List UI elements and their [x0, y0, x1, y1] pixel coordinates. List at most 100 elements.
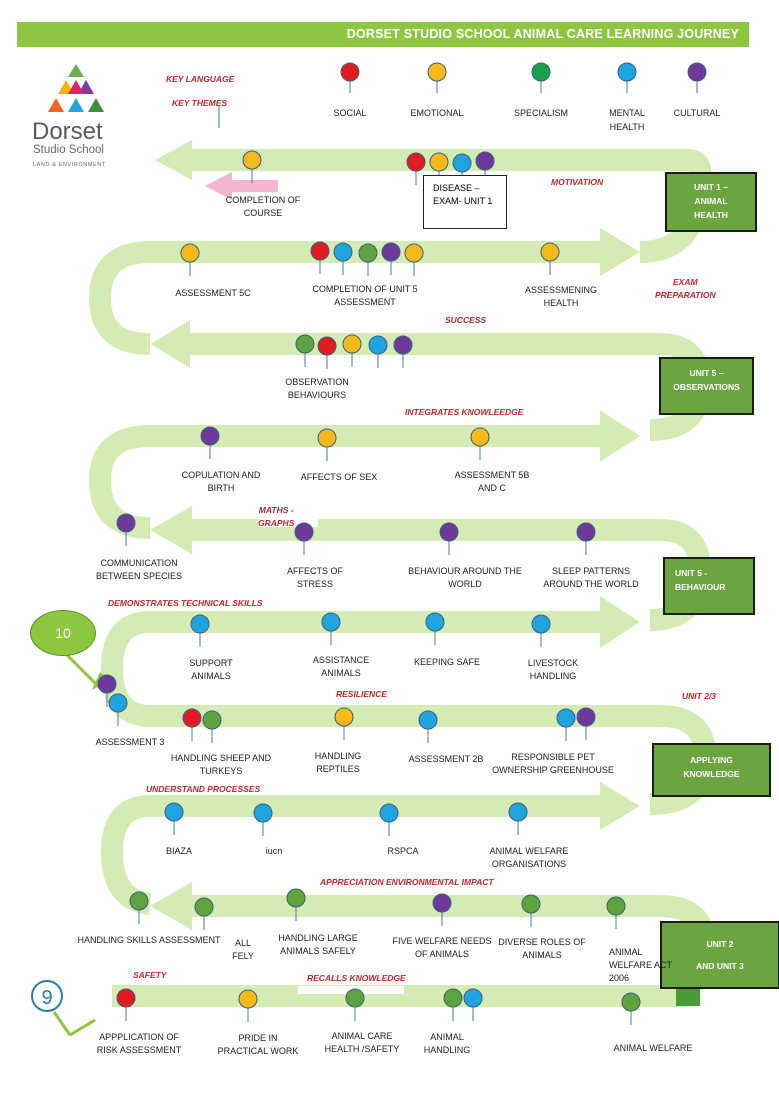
node-label-support: SUPPORT ANIMALS: [189, 658, 233, 681]
node-label-biaza: BIAZA: [165, 846, 193, 856]
theme-success: SUCCESS: [445, 315, 487, 325]
node-label-affects-stress: AFFECTS OF STRESS: [287, 566, 343, 589]
node-label-assessment2b: ASSESSMENT 2B: [408, 754, 484, 764]
journey-pin-27: [425, 612, 445, 632]
journey-pin-51: [463, 988, 483, 1008]
journey-pin-33: [334, 707, 354, 727]
journey-pin-40: [508, 802, 528, 822]
node-label-assessing-health: ASSESSMENING HEALTH: [524, 285, 598, 308]
journey-pin-31: [182, 708, 202, 728]
node-label-animal-welfare: ANIMAL WELFARE: [613, 1043, 693, 1053]
legend-pin-4: [617, 62, 637, 82]
node-label-large-animals: HANDLING LARGE ANIMALS SAFELY: [278, 933, 358, 956]
arrow-head-row-1: [155, 140, 192, 180]
disease-exam-box: DISEASE – EXAM- UNIT 1: [423, 175, 507, 229]
journey-pin-30: [108, 693, 128, 713]
road-turn-2: [88, 241, 151, 355]
journey-pin-29: [97, 674, 117, 694]
page-title: DORSET STUDIO SCHOOL ANIMAL CARE LEARNIN…: [346, 27, 739, 41]
journey-pin-10: [381, 242, 401, 262]
unit2-unit3-box: UNIT 2 AND UNIT 3: [660, 921, 779, 989]
node-label-all-fely: ALL FELY: [232, 938, 254, 961]
journey-pin-9: [358, 243, 378, 263]
arrow-head-row-2: [600, 228, 640, 276]
road-turn-8: [100, 795, 152, 915]
node-label-completion-unit5: COMPLETION OF UNIT 5 ASSESSMENT: [312, 284, 418, 307]
theme-recalls: RECALLS KNOWLEDGE: [307, 973, 406, 983]
journey-pin-13: [295, 334, 315, 354]
legend-label-3: SPECIALISM: [513, 108, 569, 118]
journey-pin-15: [342, 334, 362, 354]
theme-motivation: MOTIVATION: [551, 177, 604, 187]
legend-pin-3: [531, 62, 551, 82]
unit1-box: UNIT 1 – ANIMAL HEALTH: [665, 172, 757, 232]
journey-pin-52: [621, 992, 641, 1012]
sdg-icon: [676, 986, 700, 1006]
journey-pin-34: [418, 710, 438, 730]
arrow-head-row-9: [150, 882, 192, 930]
journey-pin-20: [470, 427, 490, 447]
journey-pin-37: [164, 802, 184, 822]
logo-name: Dorset: [32, 118, 103, 145]
journey-pin-46: [606, 896, 626, 916]
journey-pin-3: [429, 152, 449, 172]
node-label-responsible: RESPONSIBLE PET OWNERSHIP GREENHOUSE: [492, 752, 614, 775]
node-label-pride: PRIDE IN PRACTICAL WORK: [217, 1033, 299, 1056]
legend-pin-1: [340, 62, 360, 82]
theme-technical: DEMONSTRATES TECHNICAL SKILLS: [108, 598, 263, 608]
title-banner: DORSET STUDIO SCHOOL ANIMAL CARE LEARNIN…: [17, 22, 749, 47]
journey-pin-22: [294, 522, 314, 542]
journey-pin-11: [404, 243, 424, 263]
node-label-assistance: ASSISTANCE ANIMALS: [312, 655, 370, 678]
theme-appreciation: APPRECIATION ENVIRONMENTAL IMPACT: [320, 877, 494, 887]
node-label-livestock: LIVESTOCK HANDLING: [527, 658, 579, 681]
journey-pin-44: [432, 893, 452, 913]
key-language: KEY LANGUAGE: [166, 74, 235, 84]
journey-pin-26: [321, 612, 341, 632]
arrow-head-row-5: [150, 506, 192, 554]
road-row-1: [192, 149, 711, 178]
node-label-welfare-act: ANIMAL WELFARE ACT 2006: [609, 947, 673, 983]
journey-pin-41: [129, 891, 149, 911]
arrow-head-row-8: [600, 782, 640, 830]
legend-label-2: EMOTIONAL: [410, 108, 464, 118]
legend-pin-5: [687, 62, 707, 82]
legend-label-5: CULTURAL: [673, 108, 721, 118]
node-label-handling-skills: HANDLING SKILLS ASSESSMENT: [77, 935, 221, 945]
pink-arrow: [205, 172, 278, 200]
badge-9-arrow: [52, 1011, 72, 1036]
node-label-welfare-orgs: ANIMAL WELFARE ORGANISATIONS: [489, 846, 569, 869]
unit5-observations-box: UNIT 5 – OBSERVATIONS: [659, 357, 754, 415]
journey-pin-6: [180, 243, 200, 263]
legend-label-4: MENTAL HEALTH: [609, 108, 645, 132]
legend-label-1: SOCIAL: [333, 108, 367, 118]
journey-pin-32: [202, 710, 222, 730]
journey-pin-17: [393, 335, 413, 355]
journey-pin-48: [238, 989, 258, 1009]
journey-pin-14: [317, 336, 337, 356]
logo-tagline: LAND & ENVIRONMENT: [33, 162, 106, 168]
node-label-affects-sex: AFFECTS OF SEX: [300, 472, 378, 482]
theme-integrates: INTEGRATES KNOWLEEDGE: [405, 407, 524, 417]
journey-pin-5: [475, 151, 495, 171]
journey-pin-49: [345, 988, 365, 1008]
badge-9: 9: [31, 980, 63, 1012]
unit5-behaviour-box: UNIT 5 - BEHAVIOUR: [663, 557, 755, 615]
node-label-diverse-roles: DIVERSE ROLES OF ANIMALS: [498, 937, 586, 960]
arrow-head-row-3: [150, 320, 190, 368]
journey-pin-7: [310, 241, 330, 261]
node-label-completion-course: COMPLETION OF COURSE: [225, 195, 301, 218]
journey-pin-23: [439, 522, 459, 542]
theme-resilience: RESILIENCE: [336, 689, 388, 699]
arrow-head-row-6: [600, 596, 640, 648]
node-label-five-needs: FIVE WELFARE NEEDS OF ANIMALS: [392, 936, 492, 959]
node-label-copulation: COPULATION AND BIRTH: [181, 470, 261, 493]
journey-pin-43: [286, 888, 306, 908]
theme-maths: MATHS - GRAPHS: [258, 505, 295, 528]
node-label-assessment-5c: ASSESSMENT 5C: [175, 288, 251, 298]
applying-knowledge-box: APPLYING KNOWLEDGE: [652, 743, 771, 797]
key-themes: KEY THEMES: [172, 98, 228, 108]
theme-safety: SAFETY: [133, 970, 167, 980]
